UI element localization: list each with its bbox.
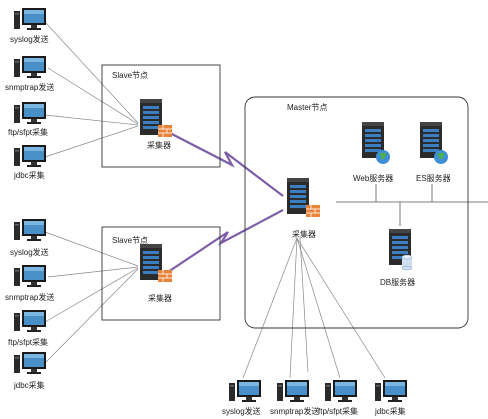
master-node-title: Master节点 <box>287 103 327 112</box>
web-server-label: Web服务器 <box>353 173 393 183</box>
globe-icon <box>376 150 390 164</box>
master-collector-label: 采集器 <box>292 229 316 239</box>
slave-node-box-lower <box>101 226 221 321</box>
master-bus-lines <box>336 184 488 226</box>
source-label: syslog发送 <box>10 34 49 44</box>
pc-icon <box>277 380 309 402</box>
pc-icon <box>229 380 261 402</box>
wan-link-upper <box>167 131 284 197</box>
master-collector-server-icon <box>287 178 309 214</box>
source-label: ftp/sfpt采集 <box>8 337 48 347</box>
wan-link-lower <box>167 209 284 273</box>
source-label: snmptrap发送 <box>5 82 54 92</box>
source-label: syslog发送 <box>222 406 261 416</box>
source-label: snmptrap发送 <box>270 406 319 416</box>
es-server-label: ES服务器 <box>416 173 451 183</box>
source-label: jdbc采集 <box>13 380 45 390</box>
source-label: ftp/sfpt采集 <box>8 127 48 137</box>
source-label: snmptrap发送 <box>5 292 54 302</box>
source-label: syslog发送 <box>10 247 49 257</box>
slave-node-title: Slave节点 <box>112 236 148 245</box>
pc-icon <box>14 265 46 287</box>
wan-links <box>167 131 284 273</box>
db-server-label: DB服务器 <box>380 277 415 287</box>
pc-icon <box>14 219 46 241</box>
collector-label: 采集器 <box>148 293 172 303</box>
pc-icon <box>375 380 407 402</box>
globe-icon <box>434 150 448 164</box>
pc-icon <box>14 102 46 124</box>
pc-icon <box>14 145 46 167</box>
source-label: ftp/sfpt采集 <box>318 406 358 416</box>
firewall-icon <box>157 269 173 283</box>
pc-icon <box>14 310 46 332</box>
pc-icon <box>14 352 46 374</box>
pc-icon <box>14 8 46 30</box>
connection-lines <box>44 21 386 379</box>
collector-label: 采集器 <box>147 140 171 150</box>
source-label: jdbc采集 <box>374 406 406 416</box>
firewall-icon <box>157 124 173 138</box>
master-node-box <box>244 96 469 329</box>
source-label: jdbc采集 <box>13 170 45 180</box>
pc-icon <box>325 380 357 402</box>
slave-node-box-upper <box>101 64 221 168</box>
slave-node-title: Slave节点 <box>112 71 148 80</box>
firewall-icon <box>305 204 321 218</box>
database-icon <box>401 254 413 271</box>
pc-icon <box>14 56 46 78</box>
